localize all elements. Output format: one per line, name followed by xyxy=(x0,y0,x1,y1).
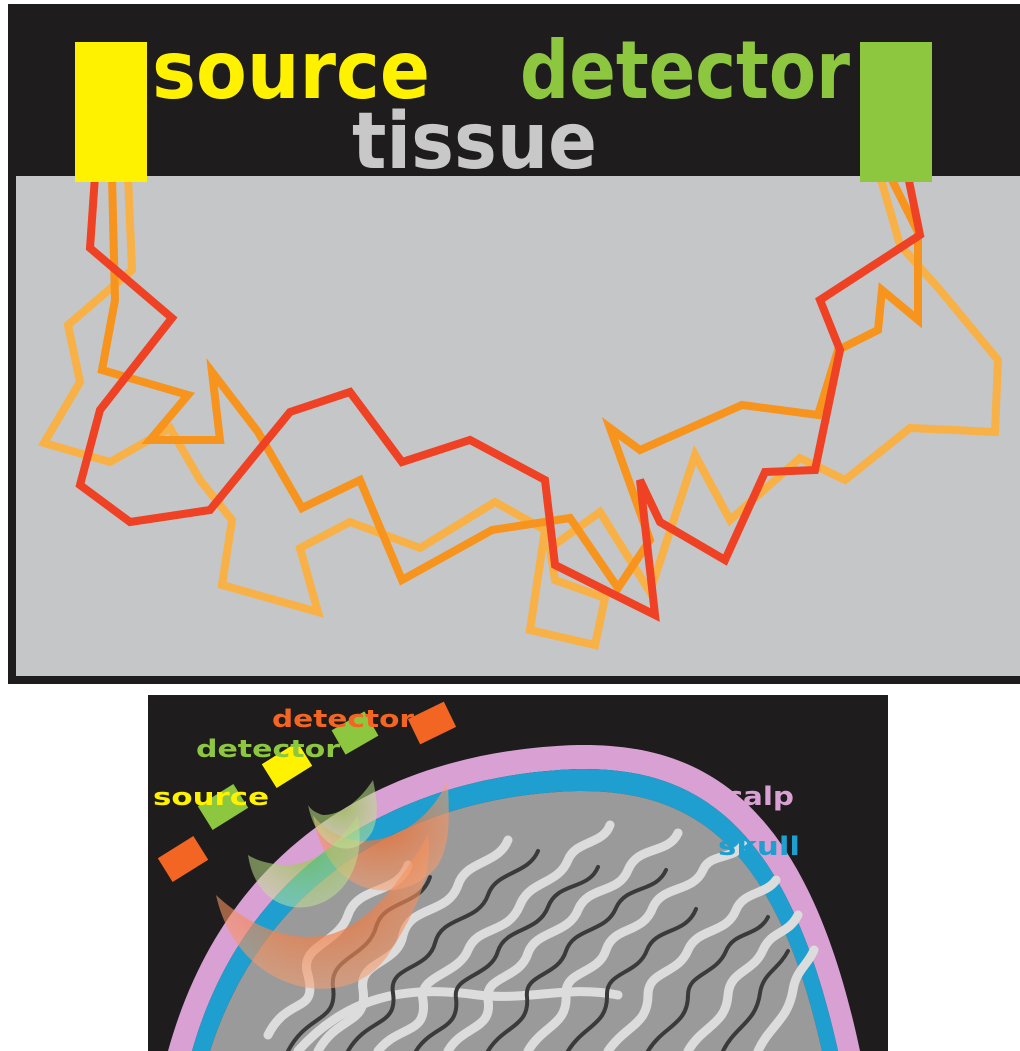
head-nirs-diagram: detector detector source scalp skull xyxy=(148,695,888,1051)
tissue-label: tissue xyxy=(352,97,597,187)
source-block xyxy=(75,42,147,182)
source-label-bottom: source xyxy=(153,783,269,811)
tissue-photon-path-diagram: source detector tissue xyxy=(0,0,1020,688)
detector-block xyxy=(860,42,932,182)
scalp-label: scalp xyxy=(708,782,794,812)
skull-label: skull xyxy=(718,832,800,862)
far-detector-label: detector xyxy=(272,705,414,733)
near-detector-label: detector xyxy=(196,735,340,763)
